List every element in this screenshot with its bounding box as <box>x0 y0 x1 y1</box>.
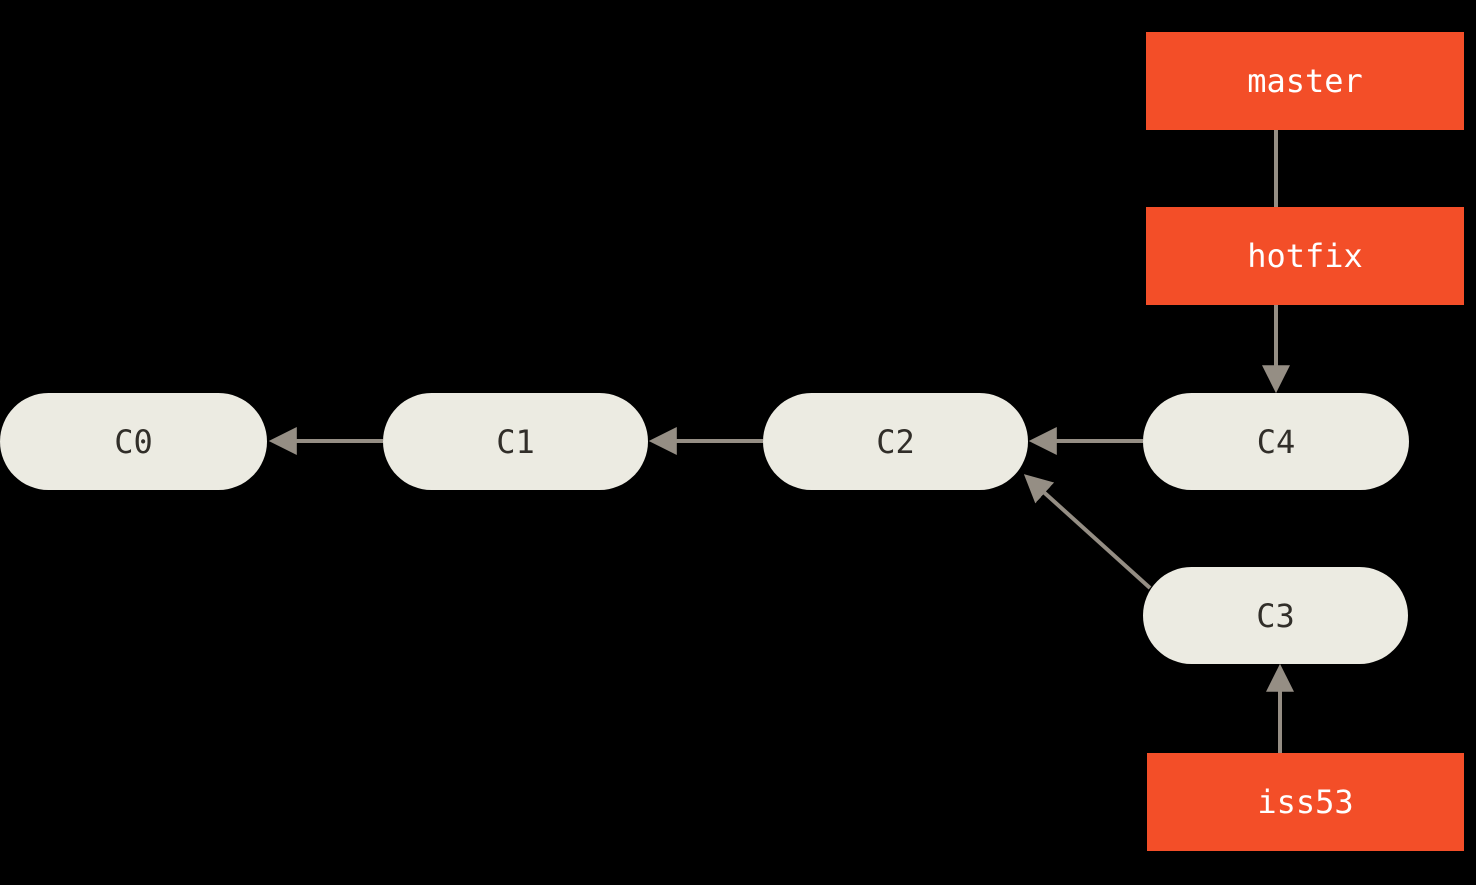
commit-node-c1: C1 <box>383 393 648 490</box>
commit-node-c0: C0 <box>0 393 267 490</box>
commit-node-c3: C3 <box>1143 567 1408 664</box>
commit-label: C0 <box>114 422 153 461</box>
commit-label: C3 <box>1256 596 1295 635</box>
branch-label-iss53: iss53 <box>1147 753 1464 851</box>
branch-name: hotfix <box>1247 237 1363 275</box>
branch-name: iss53 <box>1257 783 1354 821</box>
branch-label-master: master <box>1146 32 1464 130</box>
edge-c3-to-c2 <box>1023 474 1152 590</box>
commit-node-c4: C4 <box>1143 393 1409 490</box>
commit-label: C4 <box>1256 422 1296 461</box>
commit-node-c2: C2 <box>763 393 1028 490</box>
commit-label: C2 <box>876 422 915 461</box>
branch-name: master <box>1247 62 1363 100</box>
branch-label-hotfix: hotfix <box>1146 207 1464 305</box>
commit-label: C1 <box>496 422 535 461</box>
